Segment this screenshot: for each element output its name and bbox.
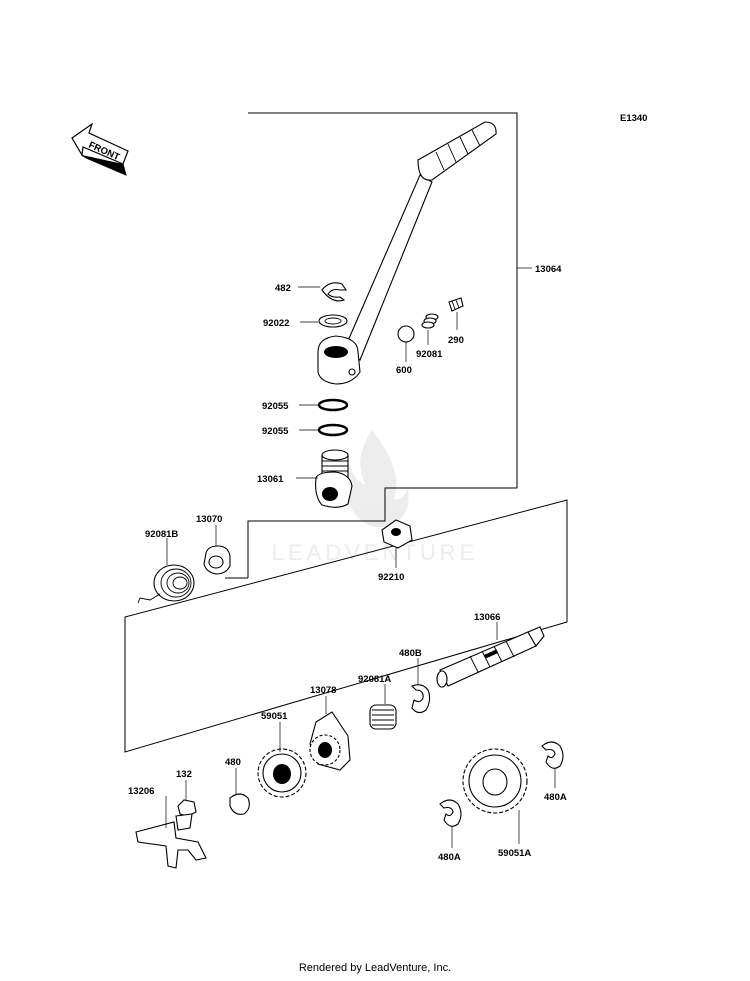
part-482-circlip: [321, 282, 348, 302]
part-132-bolt: [175, 799, 197, 831]
label-92081: 92081: [416, 349, 443, 360]
label-600: 600: [396, 365, 412, 376]
callout-lines: [165, 267, 556, 848]
front-arrow-icon: FRONT: [71, 122, 129, 176]
label-92081B: 92081B: [145, 529, 178, 540]
part-290-pin: [448, 297, 464, 312]
part-13066-kick-shaft: [436, 626, 545, 688]
watermark: LEADVENTURE: [272, 430, 479, 565]
part-92055-o-ring-upper: [317, 398, 349, 412]
label-59051A: 59051A: [498, 848, 531, 859]
label-480A-right: 480A: [544, 792, 567, 803]
label-132: 132: [176, 769, 192, 780]
label-480B: 480B: [399, 648, 422, 659]
part-480B-circlip: [411, 684, 431, 714]
label-13070: 13070: [196, 514, 222, 525]
label-13066: 13066: [474, 612, 500, 623]
assembly-box-kick-pedal: [247, 112, 518, 578]
label-92055-upper: 92055: [262, 401, 289, 412]
part-13070-collar: [203, 545, 231, 575]
label-13206: 13206: [128, 786, 154, 797]
diagram-code: E1340: [620, 113, 647, 124]
label-13061: 13061: [257, 474, 284, 485]
label-290: 290: [448, 335, 464, 346]
label-92210: 92210: [378, 572, 404, 583]
label-13064: 13064: [535, 264, 562, 275]
label-92055-lower: 92055: [262, 426, 289, 437]
label-92081A: 92081A: [358, 674, 391, 685]
part-92055-o-ring-lower: [317, 423, 349, 437]
assembly-box-kick-shaft: [124, 499, 568, 753]
label-92022: 92022: [263, 318, 289, 329]
part-600-ball: [397, 325, 415, 343]
footer-credit: Rendered by LeadVenture, Inc.: [298, 962, 452, 974]
part-13206-guide: [135, 821, 207, 869]
part-92022-washer: [318, 314, 348, 328]
label-13078: 13078: [310, 685, 336, 696]
part-92081A-spring: [369, 704, 397, 730]
part-480-circlip: [229, 793, 250, 815]
part-13061-boss: [315, 449, 353, 508]
part-92081-spring: [421, 313, 439, 329]
part-59051-gear: [257, 748, 307, 798]
part-92210-bolt: [381, 519, 413, 549]
watermark-text: LEADVENTURE: [272, 540, 479, 565]
label-480: 480: [225, 757, 241, 768]
label-59051: 59051: [261, 711, 288, 722]
part-480A-circlip-right: [541, 741, 564, 769]
part-13078-ratchet: [309, 711, 351, 771]
watermark-flame-icon: [345, 430, 409, 528]
part-92081B-spring: [137, 564, 195, 604]
part-480A-circlip-bottom: [439, 799, 462, 827]
label-482: 482: [275, 283, 291, 294]
label-480A-bottom: 480A: [438, 852, 461, 863]
kick-pedal-lever: [317, 121, 497, 385]
part-59051A-gear: [462, 748, 528, 814]
